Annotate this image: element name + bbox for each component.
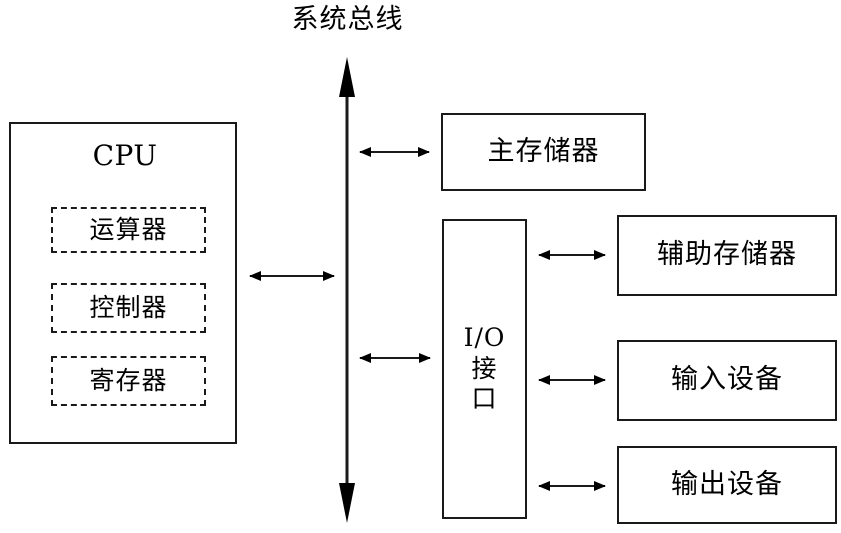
io-interface-label: I/O 接 口 <box>463 323 506 414</box>
cpu-unit-alu-label: 运算器 <box>89 215 168 244</box>
cpu-unit-registers-label: 寄存器 <box>89 366 168 395</box>
auxiliary-storage-label: 辅助存储器 <box>657 239 797 271</box>
input-device-block: 输入设备 <box>617 340 837 421</box>
main-memory-label: 主存储器 <box>487 135 600 167</box>
cpu-unit-controller-label: 控制器 <box>89 293 168 322</box>
main-memory-block: 主存储器 <box>441 113 646 191</box>
output-device-block: 输出设备 <box>617 446 837 524</box>
input-device-label: 输入设备 <box>671 364 783 396</box>
cpu-unit-alu: 运算器 <box>51 207 206 253</box>
cpu-block: CPU 运算器 控制器 寄存器 <box>9 122 237 444</box>
cpu-unit-controller: 控制器 <box>51 283 206 333</box>
cpu-label: CPU <box>92 139 158 172</box>
auxiliary-storage-block: 辅助存储器 <box>617 215 837 296</box>
output-device-label: 输出设备 <box>671 468 783 500</box>
cpu-unit-registers: 寄存器 <box>51 356 206 406</box>
system-bus-arrow-up <box>339 57 355 97</box>
system-bus-title: 系统总线 <box>291 4 404 35</box>
system-bus-arrow-down <box>339 483 355 523</box>
io-interface-block: I/O 接 口 <box>442 219 527 519</box>
